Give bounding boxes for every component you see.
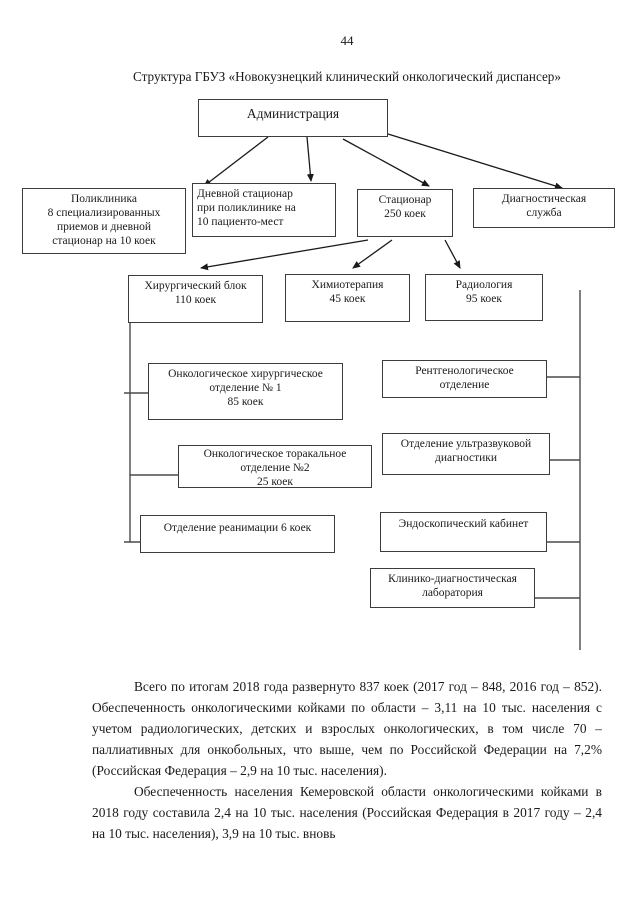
box-label: Отделение ультразвуковой: [400, 438, 532, 450]
box-label: Администрация: [246, 106, 340, 121]
document-title: Структура ГБУЗ «Новокузнецкий клинически…: [133, 69, 561, 84]
box-label: Отделение реанимации 6 коек: [163, 522, 312, 534]
page-number: 44: [340, 33, 354, 48]
box-label: Онкологическое хирургическое: [168, 368, 323, 380]
box-onco-surgical-dept: Онкологическое хирургическое отделение №…: [148, 363, 343, 420]
box-label: отделение: [439, 379, 490, 391]
box-label: приемов и дневной: [56, 221, 152, 233]
paragraph-bed-provision: Обеспеченность населения Кемеровской обл…: [92, 784, 602, 841]
org-chart-connectors: [124, 133, 581, 650]
box-label: Онкологическое торакальное: [203, 448, 347, 460]
box-ultrasound-dept: Отделение ультразвуковой диагностики: [382, 433, 550, 475]
box-label: 250 коек: [384, 208, 426, 220]
box-label: Химиотерапия: [311, 279, 384, 291]
box-label: Поликлиника: [70, 193, 138, 205]
paragraph-bed-totals: Всего по итогам 2018 года развернуто 837…: [92, 679, 602, 778]
box-label: 25 коек: [257, 476, 293, 488]
box-label: диагностики: [434, 452, 498, 464]
box-label: Стационар: [378, 194, 432, 206]
box-polyclinic: Поликлиника 8 специализированных приемов…: [22, 188, 186, 254]
box-label: 45 коек: [329, 293, 366, 305]
box-label: стационар на 10 коек: [52, 235, 156, 247]
box-radiology: Радиология 95 коек: [425, 274, 543, 321]
box-chemotherapy: Химиотерапия 45 коек: [285, 274, 410, 322]
box-label: 10 пациенто-мест: [197, 216, 284, 228]
body-text-block: Всего по итогам 2018 года развернуто 837…: [92, 676, 602, 844]
box-label: при поликлинике на: [197, 202, 296, 214]
box-label: Эндоскопический кабинет: [398, 518, 529, 530]
box-label: Рентгенологическое: [415, 365, 514, 377]
box-label: служба: [526, 207, 562, 219]
box-clinical-lab: Клинико-диагностическая лаборатория: [370, 568, 535, 608]
box-label: Хирургический блок: [144, 280, 247, 292]
box-label: Диагностическая: [501, 193, 587, 205]
box-label: Радиология: [455, 279, 513, 291]
box-reanimation-dept: Отделение реанимации 6 коек: [140, 515, 335, 553]
box-diagnostic-service: Диагностическая служба: [473, 188, 615, 228]
box-label: Клинико-диагностическая: [388, 573, 517, 585]
box-xray-dept: Рентгенологическое отделение: [382, 360, 547, 398]
box-label: 110 коек: [174, 294, 217, 306]
box-label: отделение № 1: [209, 382, 282, 394]
box-endoscopy-room: Эндоскопический кабинет: [380, 512, 547, 552]
box-label: 8 специализированных: [47, 207, 161, 219]
box-label: отделение №2: [240, 462, 310, 474]
box-label: Дневной стационар: [197, 188, 293, 200]
box-onco-thoracic-dept: Онкологическое торакальное отделение №2 …: [178, 445, 372, 488]
box-label: 85 коек: [227, 396, 264, 408]
box-label: лаборатория: [422, 587, 483, 599]
box-surgical-block: Хирургический блок 110 коек: [128, 275, 263, 323]
box-label: 95 коек: [466, 293, 502, 305]
box-day-hospital: Дневной стационар при поликлинике на 10 …: [192, 183, 336, 237]
box-administration: Администрация: [198, 99, 388, 137]
box-inpatient: Стационар 250 коек: [357, 189, 453, 237]
